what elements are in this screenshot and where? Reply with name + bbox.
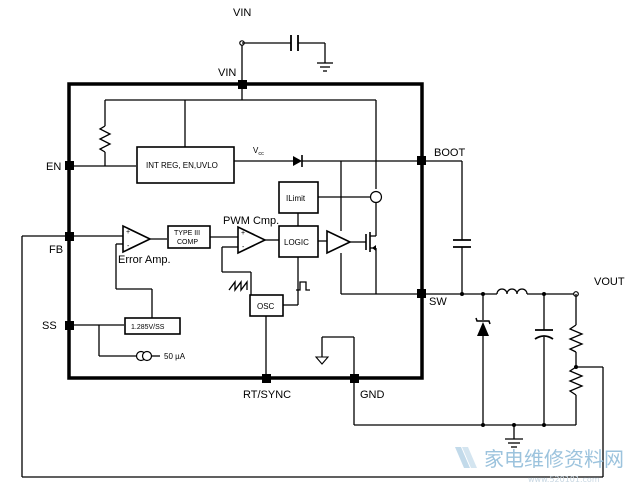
rt-sync-pin: [262, 374, 271, 383]
sw-pin-label: SW: [429, 296, 447, 308]
svg-text:-: -: [127, 243, 130, 250]
ilimit-block: [278, 181, 319, 214]
current-source-icon: [135, 350, 153, 362]
watermark-url: www.520101.com: [528, 475, 600, 484]
int-reg-label: INT REG, EN,UVLO: [146, 161, 218, 170]
gate-driver-icon: [326, 229, 352, 255]
feedback-resistor-top-icon: [568, 324, 584, 353]
vout-label: VOUT: [594, 276, 625, 288]
boot-pin-label: BOOT: [434, 147, 465, 159]
fb-pin-label: FB: [49, 244, 63, 256]
feedback-resistor-bottom-icon: [568, 366, 584, 396]
boot-pin: [417, 156, 426, 165]
current-source-label: 50 µA: [164, 352, 186, 361]
osc-label: OSC: [257, 302, 275, 311]
inductor-icon: [496, 288, 528, 295]
boot-diode-icon: [293, 156, 302, 166]
int-reg-block: [136, 146, 235, 184]
reference-block: [124, 317, 181, 335]
vcc-label: Vcc: [253, 146, 264, 157]
en-pullup-resistor: [98, 125, 112, 153]
catch-diode-icon: [477, 322, 489, 336]
ilimit-label: ILimit: [286, 194, 306, 203]
high-side-mosfet-icon: [365, 232, 377, 294]
type3-label-line2: COMP: [177, 239, 198, 246]
svg-text:+: +: [126, 229, 130, 236]
pulse-waveform-icon: [296, 281, 310, 291]
ss-pin-label: SS: [42, 320, 57, 332]
watermark-logo-icon: [455, 447, 477, 468]
vin-top-label: VIN: [233, 7, 251, 19]
vin-input-wiring: [239, 35, 326, 84]
gnd-pin-label: GND: [360, 389, 385, 401]
svg-text:+: +: [241, 230, 245, 237]
watermark-text: 家电维修资料网: [484, 447, 624, 471]
en-pin: [65, 161, 74, 170]
sawtooth-waveform-icon: [228, 280, 248, 292]
en-pin-label: EN: [46, 161, 61, 173]
vin-cap-ground-symbol: [317, 62, 333, 72]
internal-vin-rail: [104, 84, 377, 189]
current-sense-icon: [369, 190, 383, 204]
pwm-comparator-icon: [237, 225, 267, 255]
sw-pin: [417, 289, 426, 298]
system-ground-icon: [505, 438, 523, 448]
logic-label: LOGIC: [284, 238, 309, 247]
type3-label-line1: TYPE III: [174, 230, 200, 237]
reference-label: 1.285V/SS: [131, 324, 165, 331]
rt-sync-pin-label: RT/SYNC: [243, 389, 291, 401]
error-amp-label: Error Amp.: [118, 254, 171, 266]
internal-ground-icon: [314, 356, 330, 365]
error-amplifier-icon: [122, 224, 152, 254]
pwm-cmp-label: PWM Cmp.: [223, 215, 279, 227]
svg-text:-: -: [242, 244, 245, 251]
vin-pin-label: VIN: [218, 67, 236, 79]
